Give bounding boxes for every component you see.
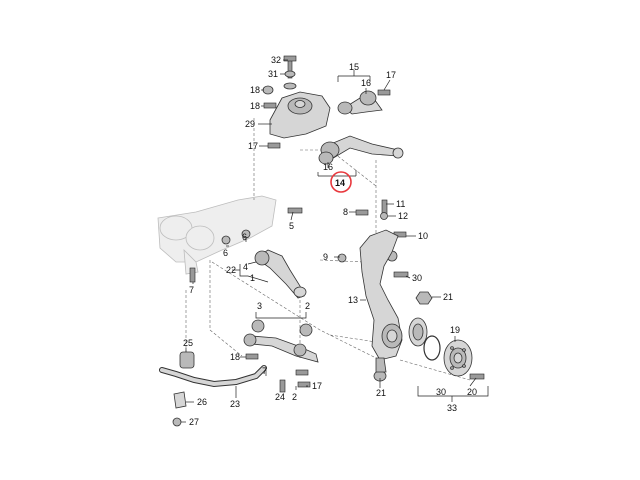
- callout-31: 31: [268, 69, 278, 79]
- callout-27: 27: [189, 417, 199, 427]
- bolts: [189, 102, 485, 393]
- callout-17: 17: [248, 141, 258, 151]
- callout-labels: 32 31 18 18 29 17 15 16 17 16 5 8 11 12 …: [183, 55, 477, 427]
- callout-33: 33: [447, 403, 457, 413]
- callout-19: 19: [450, 325, 460, 335]
- callout-17: 17: [312, 381, 322, 391]
- callout-18: 18: [230, 352, 240, 362]
- callout-5: 5: [289, 221, 294, 231]
- track-control-arm: [254, 249, 307, 299]
- callout-18: 18: [250, 85, 260, 95]
- callout-8: 8: [343, 207, 348, 217]
- callout-6: 6: [242, 232, 247, 242]
- callout-1: 1: [250, 273, 255, 283]
- lower-wishbone: [243, 319, 319, 363]
- callout-4: 4: [243, 262, 248, 272]
- callout-23: 23: [230, 399, 240, 409]
- upper-mount-bracket: [269, 55, 331, 139]
- callout-21: 21: [376, 388, 386, 398]
- callout-16: 16: [361, 78, 371, 88]
- callout-7: 7: [189, 285, 194, 295]
- callout-21: 21: [443, 292, 453, 302]
- callout-11: 11: [396, 199, 405, 209]
- callout-7: 7: [262, 366, 267, 376]
- nuts-and-washers: [172, 70, 433, 427]
- callout-13: 13: [348, 295, 358, 305]
- callout-24: 24: [275, 392, 285, 402]
- callout-12: 12: [398, 211, 408, 221]
- upper-control-arm-rear: [337, 89, 391, 115]
- callout-26: 26: [197, 397, 207, 407]
- callout-30: 30: [412, 273, 422, 283]
- callout-14: 14: [335, 178, 345, 188]
- stabilizer-bar: [159, 351, 267, 409]
- callout-6: 6: [223, 248, 228, 258]
- callout-9: 9: [323, 252, 328, 262]
- callout-2: 2: [305, 301, 310, 311]
- callout-29: 29: [245, 119, 255, 129]
- callout-22: 22: [226, 265, 236, 275]
- wheel-hub: [408, 317, 473, 377]
- callout-3: 3: [257, 301, 262, 311]
- callout-32: 32: [271, 55, 281, 65]
- upper-control-arm-front: [318, 135, 404, 165]
- callout-17: 17: [386, 70, 396, 80]
- callout-28: 2: [292, 392, 297, 402]
- highlight-circle: [330, 171, 352, 193]
- subframe-ghost: [157, 195, 277, 275]
- callout-25: 25: [183, 338, 193, 348]
- highlight-part-14: 14: [330, 171, 352, 193]
- callout-15: 15: [349, 62, 359, 72]
- wheel-bearing-housing: [359, 229, 403, 373]
- leader-lines: [181, 59, 489, 423]
- callout-10: 10: [418, 231, 428, 241]
- callout-20: 20: [467, 387, 477, 397]
- callout-30: 30: [436, 387, 446, 397]
- callout-18: 18: [250, 101, 260, 111]
- callout-16: 16: [323, 162, 333, 172]
